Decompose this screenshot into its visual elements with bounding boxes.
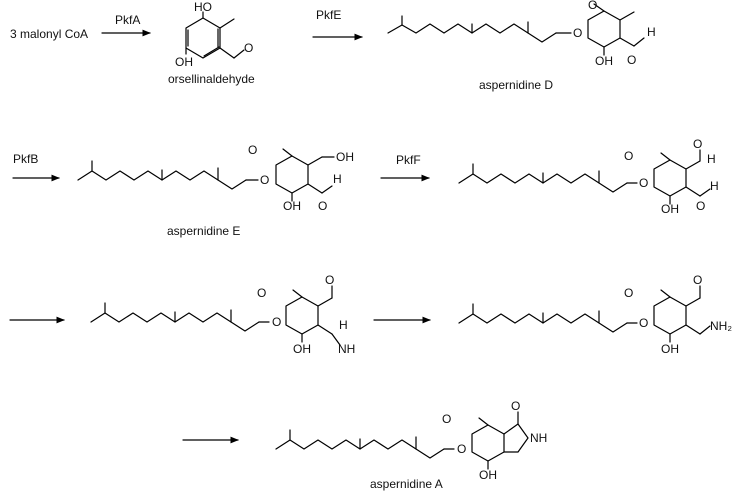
dialdehyde-oh: OH bbox=[661, 202, 679, 216]
dialdehyde-intermediate-structure bbox=[458, 149, 711, 205]
start-material-label: 3 malonyl CoA bbox=[10, 27, 88, 41]
imine-nh: NH bbox=[338, 342, 355, 356]
imine-h: H bbox=[339, 318, 348, 332]
aspernidine-a-label: aspernidine A bbox=[370, 477, 443, 491]
aspernidine-d-label: aspernidine D bbox=[479, 78, 553, 92]
enzyme-pkfa: PkfA bbox=[115, 13, 140, 27]
aspernidine-d-structure bbox=[387, 3, 645, 56]
aspernidine-d-oh: OH bbox=[595, 54, 613, 68]
aspernidine-a-structure bbox=[275, 411, 529, 470]
orsellinaldehyde-o: O bbox=[244, 41, 253, 55]
aspernidine-a-o: O bbox=[457, 442, 466, 456]
orsellinaldehyde-structure bbox=[185, 11, 245, 59]
dialdehyde-ald2-o: O bbox=[696, 199, 705, 213]
imine-o: O bbox=[272, 315, 281, 329]
aspernidine-d-o: O bbox=[573, 26, 582, 40]
orsellinaldehyde-oh: OH bbox=[175, 55, 193, 69]
aspernidine-e-oh: OH bbox=[283, 199, 301, 213]
amine-o: O bbox=[639, 316, 648, 330]
amine-nh2: NH₂ bbox=[710, 319, 732, 333]
orsellinaldehyde-ho: HO bbox=[194, 0, 212, 14]
orsellinaldehyde-label: orsellinaldehyde bbox=[168, 72, 255, 86]
aspernidine-e-o: O bbox=[260, 173, 269, 187]
aspernidine-e-methoxy-o: O bbox=[248, 143, 257, 157]
amine-oh: OH bbox=[661, 342, 679, 356]
imine-oh: OH bbox=[293, 342, 311, 356]
aspernidine-e-structure bbox=[77, 148, 335, 202]
aspernidine-a-oh: OH bbox=[479, 468, 497, 482]
enzyme-pkfe: PkfE bbox=[316, 8, 341, 22]
aspernidine-a-methoxy-o: O bbox=[442, 412, 451, 426]
aspernidine-e-ch2oh: OH bbox=[336, 150, 354, 164]
dialdehyde-methoxy-o: O bbox=[624, 149, 633, 163]
imine-methoxy-o: O bbox=[257, 286, 266, 300]
dialdehyde-o: O bbox=[639, 176, 648, 190]
dialdehyde-ald2-h: H bbox=[710, 179, 719, 193]
aspernidine-d-methoxy-o: O bbox=[588, 0, 597, 12]
imine-intermediate-structure bbox=[90, 285, 341, 346]
aspernidine-e-label: aspernidine E bbox=[167, 224, 240, 238]
aspernidine-d-ald-o: O bbox=[627, 53, 636, 67]
aspernidine-a-nh: NH bbox=[530, 431, 547, 445]
aspernidine-e-ald-o: O bbox=[318, 199, 327, 213]
enzyme-pkfb: PkfB bbox=[13, 152, 38, 166]
enzyme-pkff: PkfF bbox=[396, 153, 421, 167]
amine-methoxy-o: O bbox=[624, 286, 633, 300]
amine-intermediate-structure bbox=[458, 285, 711, 343]
dialdehyde-ald1-o: O bbox=[693, 137, 702, 151]
aspernidine-d-h: H bbox=[647, 25, 656, 39]
imine-ald-o: O bbox=[325, 273, 334, 287]
dialdehyde-ald1-h: H bbox=[707, 152, 716, 166]
amine-ald-o: O bbox=[693, 273, 702, 287]
aspernidine-a-lactam-o: O bbox=[511, 399, 520, 413]
aspernidine-e-h: H bbox=[333, 172, 342, 186]
